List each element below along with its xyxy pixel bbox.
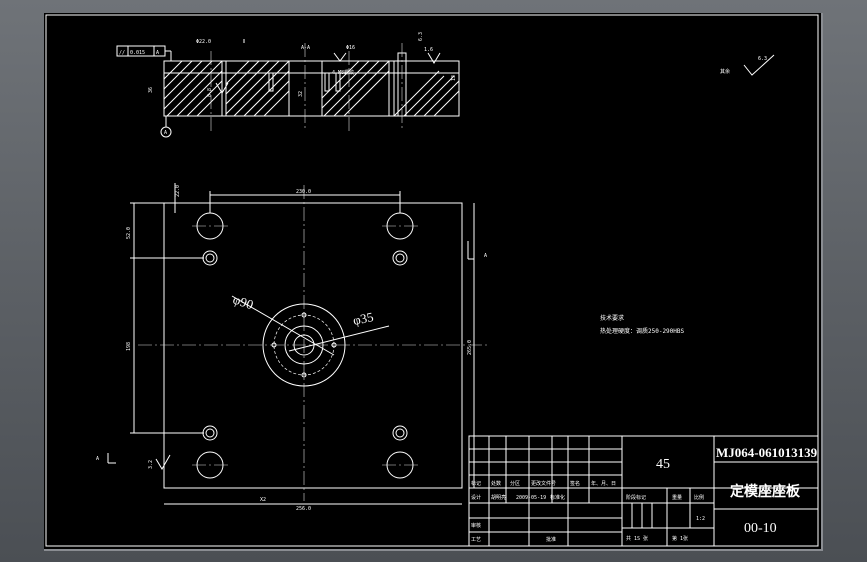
dim-phi35: φ35: [352, 309, 375, 328]
tb-sheets: 共 1S 张: [626, 535, 648, 542]
dim-right: 265.0: [467, 340, 473, 355]
drawing-number: MJ064-061013139: [716, 445, 818, 460]
tb-process-label: 工艺: [471, 537, 481, 543]
plan-view: φ90 φ35 230.0 256.0 X2 52.0 198 22.0 265…: [96, 183, 490, 512]
dim-32: 32: [298, 91, 304, 97]
dim-hole-22: Φ22.0: [196, 39, 211, 45]
tb-row-label-5: 年、月、日: [591, 480, 616, 487]
dim-left-top: 22.0: [175, 185, 181, 197]
dim-note: 4-M8螺纹: [332, 69, 354, 76]
material-value: 45: [656, 457, 670, 472]
section-hole-left: [221, 60, 227, 117]
section-marker-bottom: A: [96, 456, 99, 462]
tb-row-label-1: 处数: [491, 480, 501, 487]
surface-finish-note: 其余 6.3: [720, 54, 775, 76]
section-label: A-A: [301, 45, 310, 51]
part-name: 定模座座板: [730, 483, 801, 500]
flatness-datum: A: [156, 50, 159, 56]
tb-row-label-2: 分区: [510, 480, 520, 487]
locating-ring-outer: [262, 303, 346, 387]
tb-sheet-no: 第 1张: [672, 535, 688, 542]
drawing-border: [45, 14, 819, 547]
screw-hole-tl: [202, 250, 218, 266]
surface-finish-value: 6.3: [758, 56, 767, 62]
tech-title: 技术要求: [600, 314, 624, 322]
bolt-circle: [273, 314, 335, 376]
sprue-bore: [284, 325, 324, 365]
tb-standard: 标准化: [550, 494, 565, 501]
dim-left-mid: 198: [126, 342, 132, 351]
dim-6-3: 6.3: [418, 32, 424, 41]
tb-row-label-0: 标记: [471, 480, 481, 487]
section-view: // 0.015 A A Φ22.0 A-A Φ16 1.6 4-M8螺纹 36…: [116, 32, 460, 138]
dim-bottom: 256.0: [296, 506, 311, 512]
tb-weight-label: 重量: [672, 494, 682, 501]
tb-ratio-label: 比例: [694, 494, 704, 501]
tb-ratio-value: 1:2: [696, 516, 705, 522]
scale-code: 00-10: [744, 521, 777, 536]
tb-approve-label: 批准: [546, 536, 556, 543]
dim-8-8: 8.8: [207, 88, 213, 97]
title-block-frame: [468, 435, 819, 547]
section-hatching: [163, 60, 460, 117]
surface-finish-text: 其余: [720, 68, 730, 75]
dim-36: 36: [148, 87, 154, 93]
dim-1-6: 1.6: [424, 47, 433, 53]
screw-hole-2: [324, 72, 330, 92]
screw-hole-bl: [202, 425, 218, 441]
dim-top: 230.0: [296, 189, 311, 195]
dim-hole-16: Φ16: [346, 45, 355, 51]
tech-requirements: 技术要求 热处理硬度：调质250-290HBS: [600, 314, 685, 335]
section-step: [397, 52, 407, 117]
title-block: 45 MJ064-061013139 定模座座板 00-10 标记 处数 分区 …: [468, 435, 819, 547]
section-center-bore: [288, 60, 323, 117]
tb-design-label: 设计: [471, 494, 481, 501]
flatness-value: 0.015: [130, 50, 145, 56]
dim-3-2: 3.2: [148, 460, 154, 469]
tb-review-label: 审核: [471, 522, 481, 529]
screw-hole-br: [392, 425, 408, 441]
section-hole-right: [388, 60, 395, 117]
dim-13: 13: [451, 75, 457, 81]
tech-line-1: 热处理硬度：调质250-290HBS: [600, 327, 685, 335]
tb-stage-label: 阶段标记: [626, 494, 646, 501]
tb-row-label-3: 更改文件号: [531, 480, 556, 487]
drawing-canvas: // 0.015 A A Φ22.0 A-A Φ16 1.6 4-M8螺纹 36…: [45, 14, 819, 547]
dim-x2: X2: [260, 497, 266, 503]
cad-viewport[interactable]: // 0.015 A A Φ22.0 A-A Φ16 1.6 4-M8螺纹 36…: [44, 13, 823, 551]
flatness-symbol: //: [119, 50, 125, 56]
tb-row-label-4: 签名: [570, 480, 580, 487]
datum-circle: [160, 126, 172, 138]
dim-left-52: 52.0: [126, 227, 132, 239]
dim-phi90: φ90: [231, 292, 255, 313]
screw-hole-tr: [392, 250, 408, 266]
tb-date: 2009-05-19: [516, 495, 546, 501]
section-marker-top: A: [484, 253, 487, 259]
datum-label: A: [164, 130, 167, 136]
plate-outline: [163, 202, 463, 489]
tb-designer: 胡明亮: [491, 494, 506, 501]
